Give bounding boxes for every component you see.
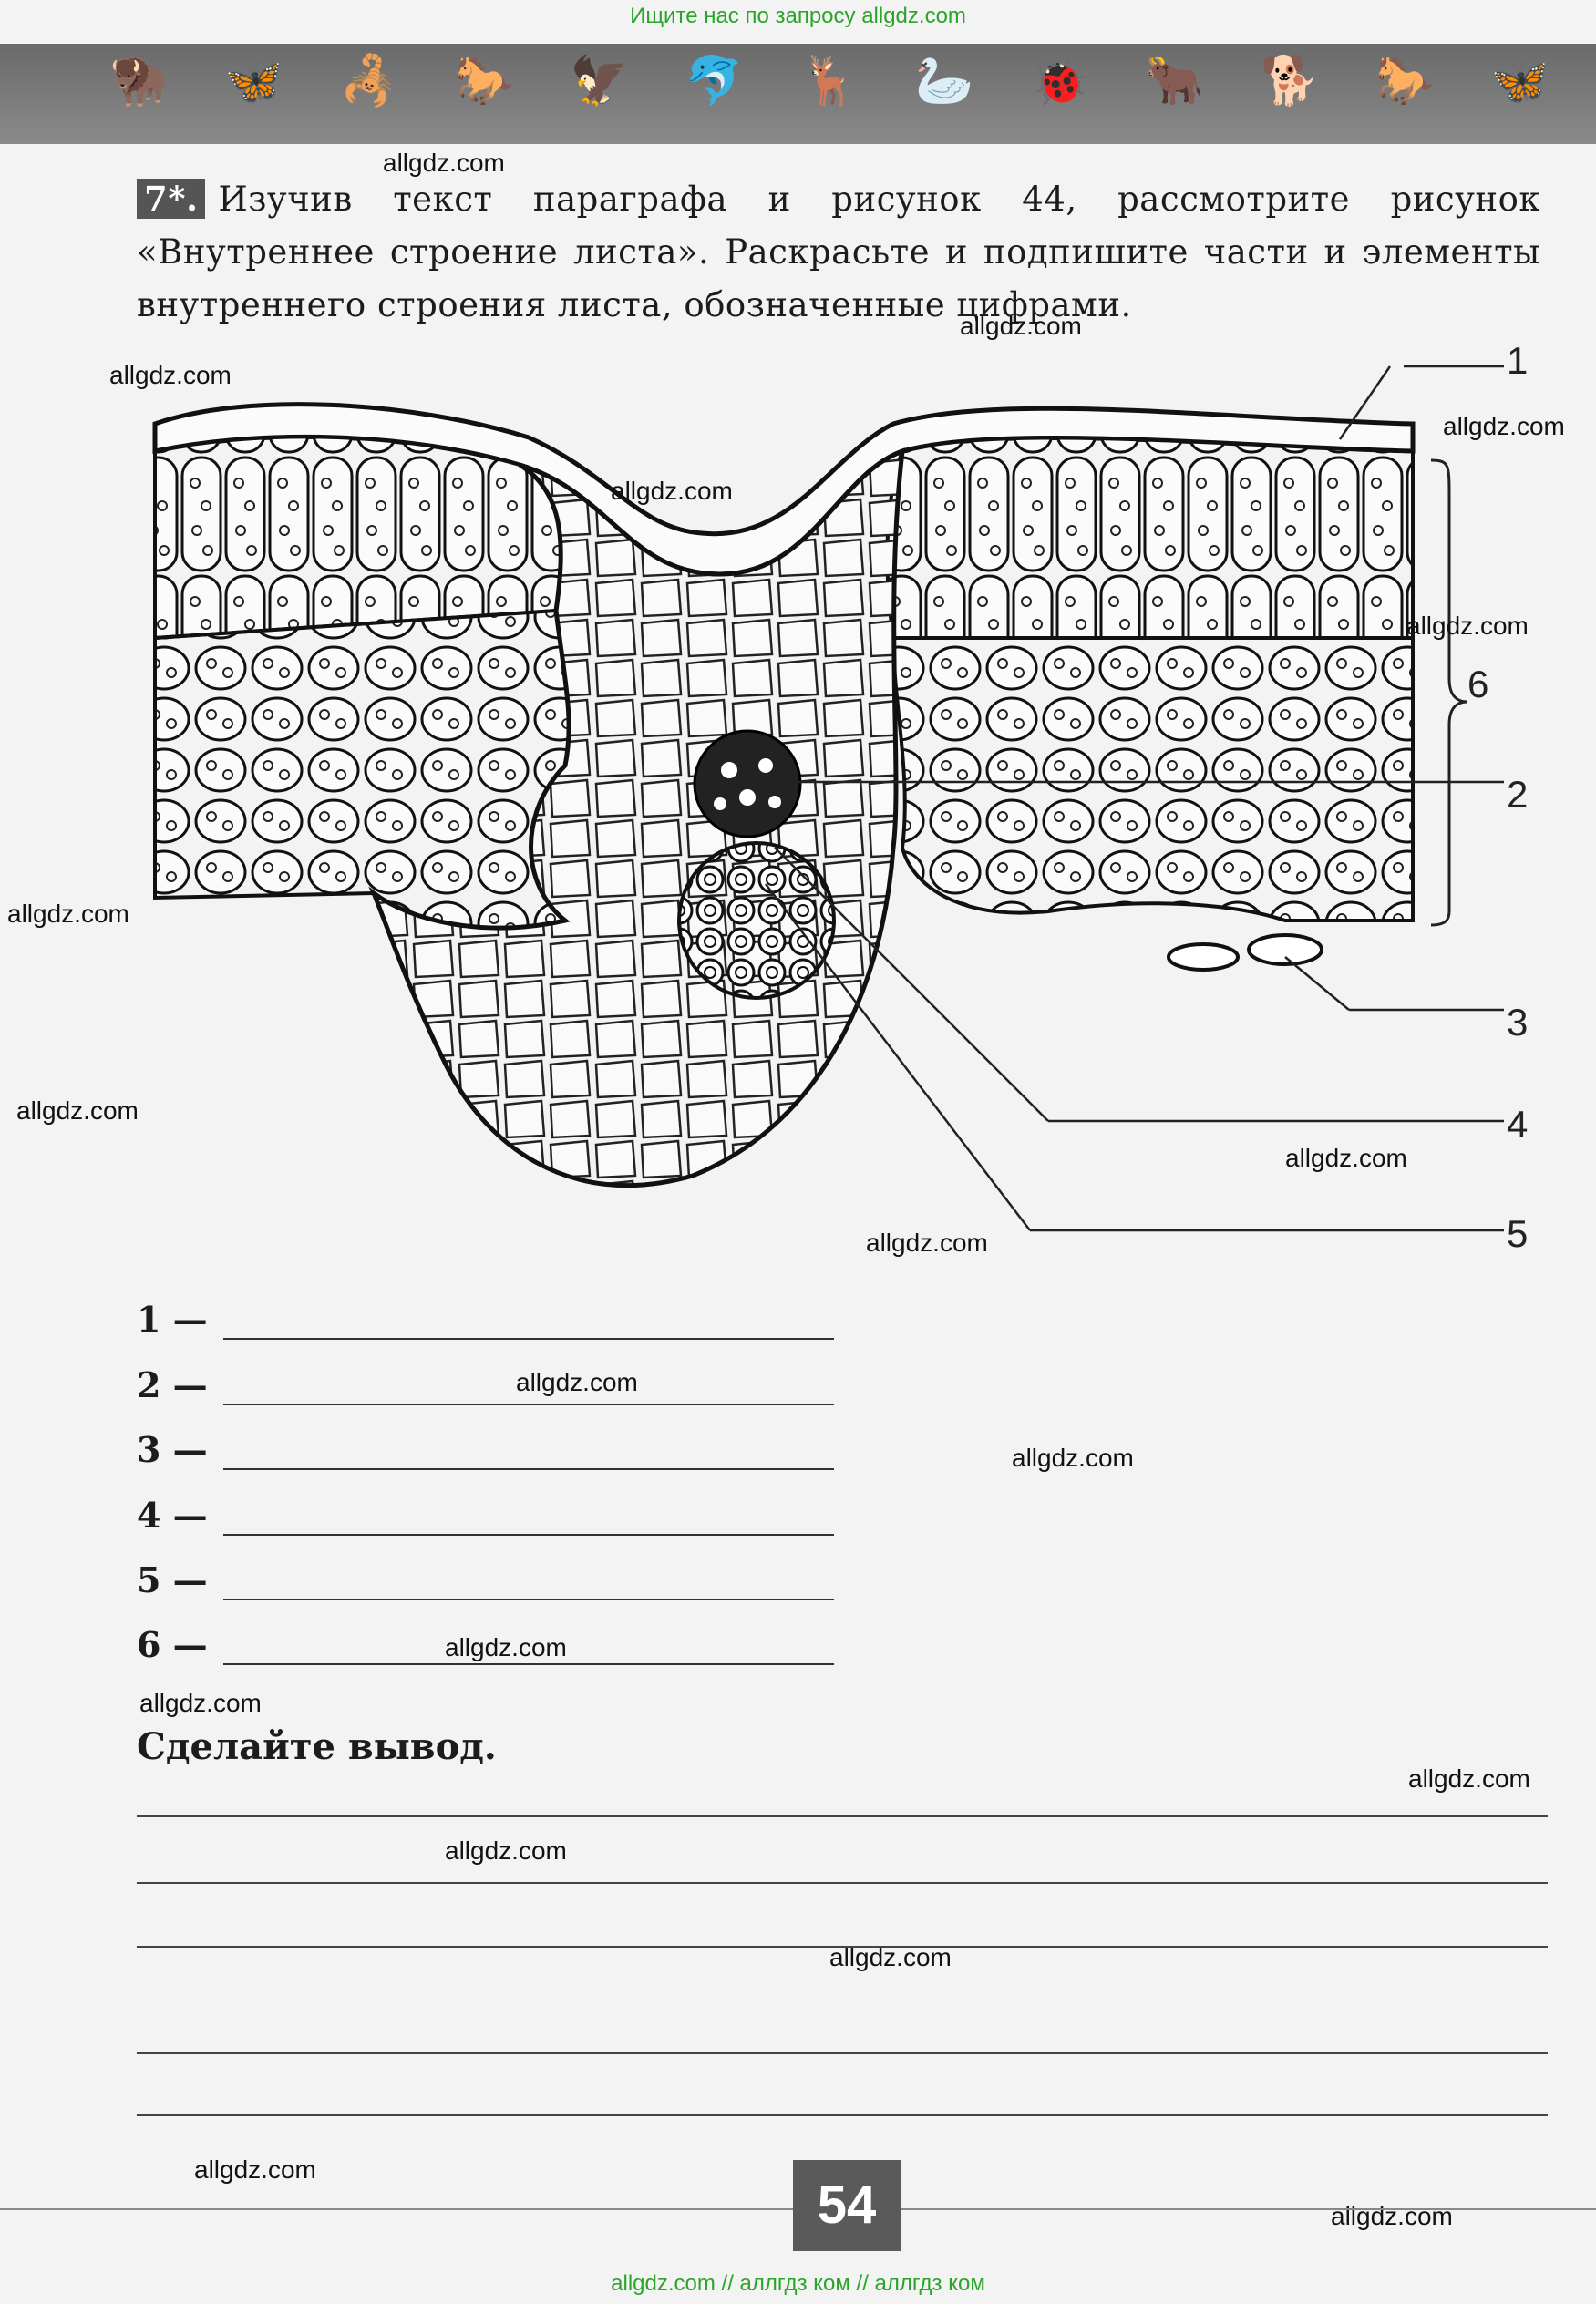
watermark: allgdz.com <box>445 1836 567 1865</box>
conclusion-line-2[interactable] <box>137 1882 1548 1884</box>
leaf-cross-section <box>152 365 1504 1232</box>
watermark: allgdz.com <box>1406 612 1529 640</box>
watermark: allgdz.com <box>829 1943 952 1971</box>
figure-label-4: 4 <box>1507 1103 1529 1146</box>
ox-icon: 🐂 <box>1145 54 1205 108</box>
task-number: 7*. <box>137 179 206 219</box>
butterfly-icon: 🦋 <box>224 54 284 108</box>
answer-line-2[interactable] <box>223 1404 834 1405</box>
watermark: allgdz.com <box>1443 412 1565 440</box>
insect-icon: 🐞 <box>1030 54 1089 108</box>
animal-silhouettes: 🦬 🦋 🦂 🐎 🦅 🐬 🦌 🦢 🐞 🐂 🐕 🐎 🦋 <box>109 53 1550 108</box>
watermark: allgdz.com <box>1331 2202 1453 2230</box>
watermark: allgdz.com <box>194 2155 316 2184</box>
running-horse-icon: 🐎 <box>1375 54 1435 108</box>
answer-line-5[interactable] <box>223 1599 834 1600</box>
figure-label-6: 6 <box>1467 663 1489 705</box>
figure-label-3: 3 <box>1507 1001 1529 1044</box>
conclusion-line-5[interactable] <box>137 2114 1548 2116</box>
watermark: allgdz.com <box>7 900 129 928</box>
conclusion-label: Сделайте вывод. <box>137 1725 497 1768</box>
watermark: allgdz.com <box>139 1689 262 1717</box>
top-link[interactable]: Ищите нас по запросу allgdz.com <box>630 4 966 28</box>
deer-icon: 🦌 <box>799 54 860 108</box>
watermark: allgdz.com <box>516 1368 638 1396</box>
page-number: 54 <box>793 2160 901 2251</box>
answer-label-3: 3 — <box>137 1429 208 1470</box>
scorpion-icon: 🦂 <box>339 54 399 108</box>
conclusion-line-3[interactable] <box>137 1946 1548 1948</box>
answer-line-4[interactable] <box>223 1534 834 1536</box>
moth-icon: 🦋 <box>1490 54 1550 108</box>
swan-icon: 🦢 <box>914 54 974 108</box>
figure-label-5: 5 <box>1507 1212 1529 1255</box>
watermark: allgdz.com <box>866 1229 988 1257</box>
watermark: allgdz.com <box>1012 1444 1134 1472</box>
answer-label-4: 4 — <box>137 1495 208 1536</box>
conclusion-line-4[interactable] <box>137 2052 1548 2054</box>
watermark: allgdz.com <box>16 1096 139 1125</box>
footer-links[interactable]: allgdz.com // аллгдз ком // аллгдз ком <box>611 2271 985 2296</box>
watermark: allgdz.com <box>960 312 1082 340</box>
watermark: allgdz.com <box>611 477 733 505</box>
dog-icon: 🐕 <box>1260 54 1320 108</box>
watermark: allgdz.com <box>1285 1144 1407 1172</box>
horse-icon: 🐎 <box>454 54 514 108</box>
answer-line-1[interactable] <box>223 1338 834 1340</box>
answer-label-5: 5 — <box>137 1559 208 1600</box>
answer-label-1: 1 — <box>137 1299 208 1340</box>
bison-icon: 🦬 <box>109 54 169 108</box>
dolphin-icon: 🐬 <box>685 54 745 108</box>
answer-label-2: 2 — <box>137 1364 208 1405</box>
watermark: allgdz.com <box>383 149 505 177</box>
task-body: Изучив текст параграфа и рисунок 44, рас… <box>137 180 1540 324</box>
figure-label-1: 1 <box>1507 339 1529 382</box>
bird-icon: 🦅 <box>570 54 629 108</box>
conclusion-line-1[interactable] <box>137 1815 1548 1817</box>
answer-line-3[interactable] <box>223 1468 834 1470</box>
header-banner <box>0 44 1596 144</box>
answer-label-6: 6 — <box>137 1624 208 1665</box>
answer-line-6[interactable] <box>223 1663 834 1665</box>
watermark: allgdz.com <box>445 1633 567 1661</box>
figure-label-2: 2 <box>1507 773 1529 816</box>
watermark: allgdz.com <box>1408 1764 1530 1793</box>
task-text: 7*.Изучив текст параграфа и рисунок 44, … <box>137 173 1540 332</box>
watermark: allgdz.com <box>109 361 232 389</box>
